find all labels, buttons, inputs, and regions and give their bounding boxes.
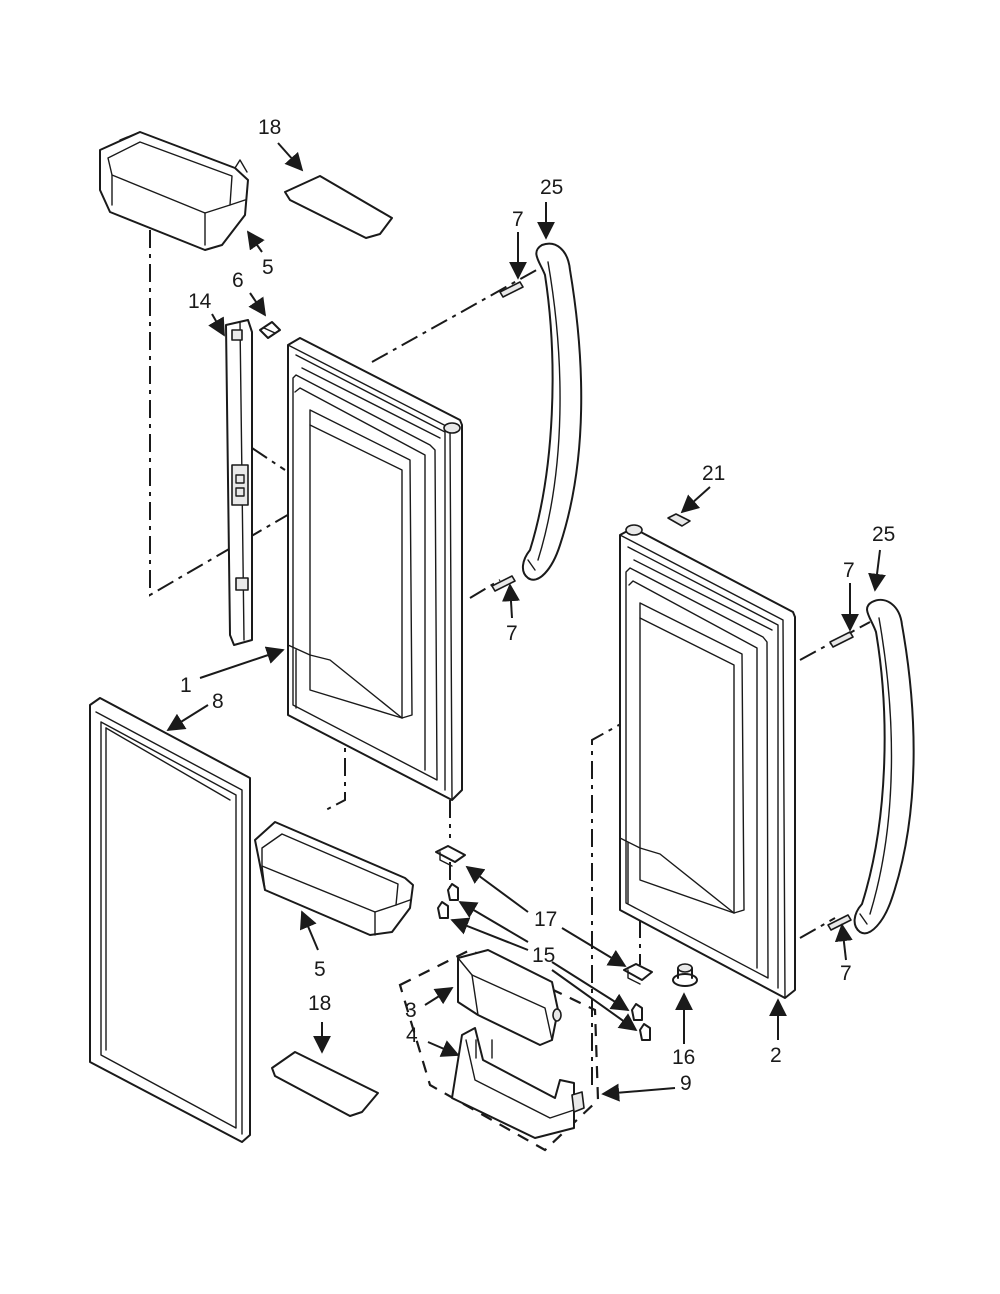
callout-7-top-right: 7: [843, 559, 855, 582]
callout-5-middle: 5: [314, 958, 326, 981]
callout-9: 9: [680, 1072, 692, 1095]
handle-screw-top-right[interactable]: [829, 631, 854, 648]
callout-1: 1: [180, 674, 192, 697]
handle-screw-bottom-right[interactable]: [827, 914, 852, 931]
screw-15c[interactable]: [631, 1003, 643, 1021]
dispenser-assembly[interactable]: [398, 948, 600, 1152]
callout-16: 16: [672, 1046, 695, 1069]
screw-15b[interactable]: [437, 901, 449, 919]
callout-3: 3: [405, 999, 417, 1022]
callout-5-top: 5: [262, 256, 274, 279]
bin-cover-top[interactable]: [284, 175, 393, 239]
door-bin-middle[interactable]: [254, 821, 414, 936]
callout-7-top-left: 7: [512, 208, 524, 231]
screw-15d[interactable]: [639, 1023, 651, 1041]
callout-7-bottom-right: 7: [840, 962, 852, 985]
door-rail[interactable]: [225, 319, 253, 646]
callout-14: 14: [188, 290, 212, 313]
right-door[interactable]: [619, 524, 796, 999]
door-label-21[interactable]: [667, 513, 691, 527]
callout-labels: 18 25 7 5 6 14 21 25 7 7 1 8 17 15 5 18 …: [180, 116, 895, 1095]
callout-4: 4: [406, 1024, 418, 1047]
hinge-left[interactable]: [435, 845, 466, 867]
leader-lines: [166, 142, 886, 1102]
hinge-right[interactable]: [623, 963, 653, 985]
callout-25-right: 25: [872, 523, 895, 546]
callout-25-left: 25: [540, 176, 563, 199]
screw-15a[interactable]: [447, 883, 459, 901]
door-bin-top[interactable]: [99, 131, 249, 251]
left-door[interactable]: [287, 337, 463, 801]
callout-6: 6: [232, 269, 244, 292]
callout-7-bottom-left: 7: [506, 622, 518, 645]
callout-8: 8: [212, 690, 224, 713]
callout-15: 15: [532, 944, 555, 967]
handle-right[interactable]: [853, 598, 915, 935]
bin-cover-bottom[interactable]: [271, 1051, 379, 1117]
hinge-pin[interactable]: [672, 963, 698, 987]
callout-21: 21: [702, 462, 725, 485]
callout-18-bottom: 18: [308, 992, 331, 1015]
screw-6[interactable]: [259, 321, 281, 339]
callout-17: 17: [534, 908, 557, 931]
door-gasket[interactable]: [89, 697, 251, 1143]
handle-screw-bottom-left[interactable]: [491, 575, 516, 592]
callout-18-top: 18: [258, 116, 281, 139]
callout-2: 2: [770, 1044, 782, 1067]
handle-left[interactable]: [522, 242, 583, 581]
handle-screw-top-left[interactable]: [499, 281, 524, 298]
